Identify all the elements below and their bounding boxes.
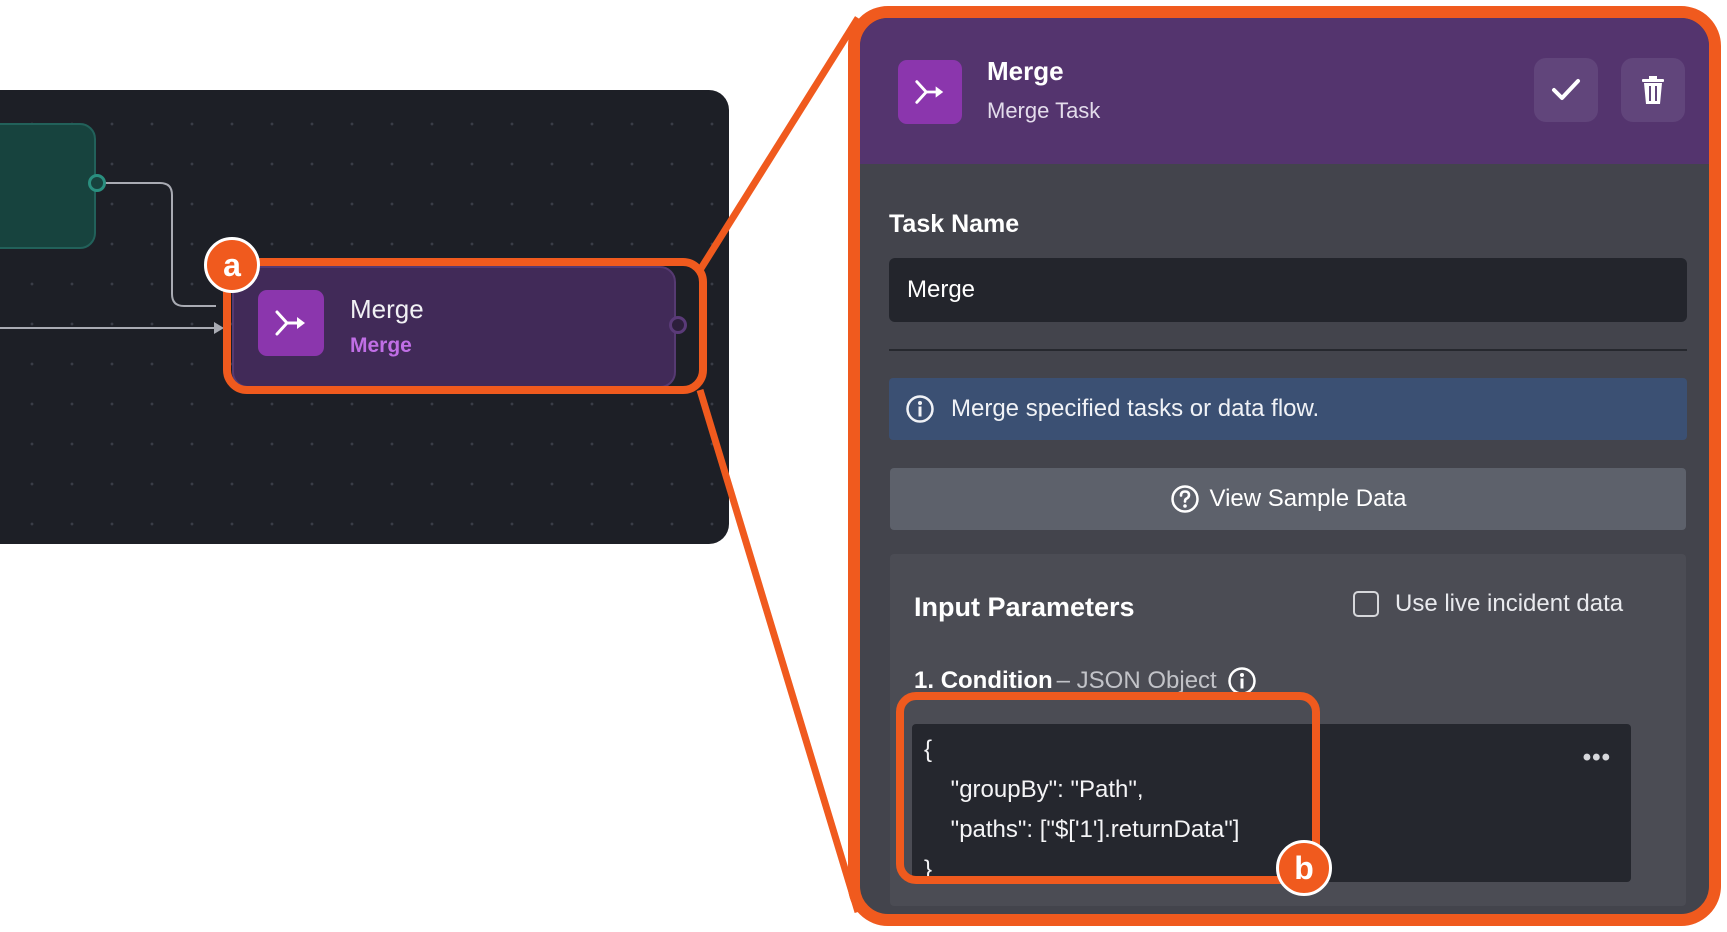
merge-icon (258, 290, 324, 356)
check-icon (1552, 79, 1580, 100)
question-circle-icon (1170, 484, 1200, 514)
live-incident-data-label: Use live incident data (1395, 590, 1624, 617)
edge-arrowhead (214, 322, 224, 334)
live-incident-data-checkbox[interactable] (1353, 591, 1379, 617)
panel-subtitle: Merge Task (987, 98, 1101, 123)
more-options-button[interactable]: ••• (1582, 744, 1611, 771)
task-name-input[interactable] (889, 258, 1687, 322)
callout-frame-b (896, 692, 1320, 884)
callout-badge-b: b (1276, 840, 1332, 896)
condition-type: – JSON Object (1056, 667, 1217, 694)
previous-node-output-port[interactable] (88, 174, 106, 192)
divider (889, 349, 1687, 351)
merge-node[interactable]: Merge Merge (232, 266, 676, 388)
task-properties-panel: Merge Merge Task Task Name Merge specifi… (848, 6, 1721, 926)
info-icon (905, 394, 935, 424)
callout-frame-a (223, 258, 707, 394)
view-sample-data-button[interactable]: View Sample Data (890, 468, 1686, 530)
input-parameters-section: Input Parameters Use live incident data … (890, 554, 1686, 906)
workflow-canvas[interactable]: Merge Merge (0, 90, 729, 544)
trash-icon (1642, 76, 1664, 104)
edges (0, 182, 224, 334)
live-incident-data-toggle[interactable]: Use live incident data (1353, 590, 1623, 618)
condition-name: Condition (940, 667, 1053, 694)
condition-label: 1. Condition – JSON Object (914, 666, 1257, 696)
merge-node-title: Merge (350, 294, 424, 324)
merge-node-output-port[interactable] (669, 316, 687, 334)
condition-json-editor[interactable]: { "groupBy": "Path", "paths": ["$['1'].r… (912, 724, 1631, 883)
edge-from-previous (97, 182, 216, 307)
input-parameters-title: Input Parameters (914, 592, 1135, 622)
condition-json-code[interactable]: { "groupBy": "Path", "paths": ["$['1'].r… (924, 736, 1240, 883)
delete-button[interactable] (1621, 58, 1685, 122)
confirm-button[interactable] (1534, 58, 1598, 122)
info-text: Merge specified tasks or data flow. (951, 395, 1320, 422)
panel-header: Merge Merge Task (860, 18, 1709, 164)
merge-node-subtitle: Merge (350, 334, 412, 357)
view-sample-data-label: View Sample Data (1209, 485, 1407, 512)
info-banner: Merge specified tasks or data flow. (889, 378, 1687, 440)
callout-badge-a: a (204, 237, 260, 293)
panel-title: Merge (987, 56, 1064, 86)
merge-icon (898, 60, 962, 124)
previous-task-node[interactable] (0, 123, 96, 249)
condition-number: 1. (914, 667, 935, 694)
task-name-label: Task Name (889, 210, 1020, 238)
